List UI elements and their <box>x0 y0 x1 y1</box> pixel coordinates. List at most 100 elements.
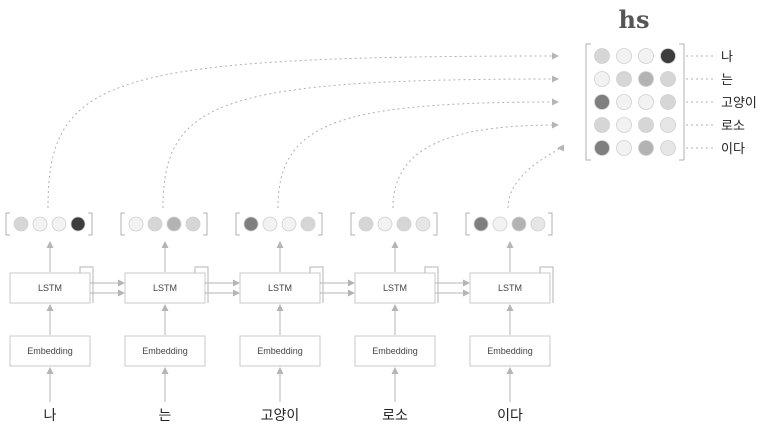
time-step-4: 로소 Embedding LSTM <box>350 121 559 424</box>
matrix-row: 로소 <box>594 117 745 134</box>
right-bracket <box>88 212 93 236</box>
vector-cell <box>300 216 316 232</box>
matrix-cell <box>594 48 610 64</box>
row-label: 는 <box>721 73 733 88</box>
hs-link-curve <box>47 52 559 209</box>
vector-cell <box>492 216 508 232</box>
recurrent-loop <box>194 266 209 303</box>
embedding-box: Embedding <box>354 335 436 367</box>
recurrent-loop <box>79 266 94 303</box>
time-step-5: 이다 Embedding LSTM <box>465 144 565 424</box>
hs-title: hs <box>619 5 650 34</box>
vector-cell <box>511 216 527 232</box>
vector-cell <box>13 216 29 232</box>
time-step-3: 고양이 Embedding LSTM <box>235 98 559 424</box>
lstm-label: LSTM <box>383 283 407 293</box>
row-label: 로소 <box>721 119 745 134</box>
input-word: 로소 <box>382 408 408 424</box>
matrix-cell <box>616 117 632 133</box>
left-bracket <box>5 212 10 236</box>
matrix-cell <box>594 117 610 133</box>
embedding-label: Embedding <box>142 346 188 356</box>
hs-link-curve <box>392 121 559 209</box>
embedding-label: Embedding <box>257 346 303 356</box>
right-bracket <box>318 212 323 236</box>
lstm-box: LSTM <box>469 272 551 304</box>
embedding-box: Embedding <box>124 335 206 367</box>
matrix-cell <box>638 48 654 64</box>
matrix-row: 고양이 <box>594 94 757 111</box>
matrix-row: 나 <box>594 48 733 65</box>
matrix-cell <box>594 71 610 87</box>
embedding-rect <box>124 335 206 367</box>
lstm-label: LSTM <box>268 283 292 293</box>
matrix-cell <box>594 94 610 110</box>
matrix-cell <box>616 94 632 110</box>
embedding-label: Embedding <box>487 346 533 356</box>
recurrent-loop <box>539 266 554 303</box>
matrix-cell <box>616 48 632 64</box>
matrix-right-bracket <box>679 43 685 160</box>
matrix-cell <box>638 71 654 87</box>
recurrent-loop <box>424 266 439 303</box>
lstm-rect <box>124 272 206 304</box>
lstm-box: LSTM <box>124 272 206 304</box>
right-bracket <box>433 212 438 236</box>
embedding-box: Embedding <box>9 335 91 367</box>
right-bracket <box>203 212 208 236</box>
recurrent-loop <box>309 266 324 303</box>
hidden-vector <box>235 212 323 236</box>
lstm-rect <box>469 272 551 304</box>
hs-link-curve <box>162 75 559 209</box>
embedding-box: Embedding <box>469 335 551 367</box>
embedding-rect <box>354 335 436 367</box>
matrix-cell <box>616 71 632 87</box>
matrix-cell <box>638 117 654 133</box>
lstm-label: LSTM <box>498 283 522 293</box>
vector-cell <box>415 216 431 232</box>
left-bracket <box>465 212 470 236</box>
matrix-cell <box>660 71 676 87</box>
hidden-vector <box>5 212 93 236</box>
input-word: 나 <box>44 408 57 424</box>
row-label: 나 <box>721 50 733 65</box>
lstm-rect <box>9 272 91 304</box>
lstm-box: LSTM <box>354 272 436 304</box>
embedding-rect <box>469 335 551 367</box>
vector-cell <box>32 216 48 232</box>
lstm-label: LSTM <box>38 283 62 293</box>
vector-cell <box>243 216 259 232</box>
lstm-box: LSTM <box>239 272 321 304</box>
embedding-label: Embedding <box>27 346 73 356</box>
vector-cell <box>185 216 201 232</box>
input-word: 고양이 <box>261 408 300 424</box>
left-bracket <box>350 212 355 236</box>
vector-cell <box>473 216 489 232</box>
lstm-label: LSTM <box>153 283 177 293</box>
time-step-1: 나 Embedding LSTM <box>5 52 559 424</box>
hidden-vector <box>350 212 438 236</box>
lstm-box: LSTM <box>9 272 91 304</box>
input-word: 이다 <box>497 408 523 424</box>
vector-cell <box>128 216 144 232</box>
vector-cell <box>262 216 278 232</box>
matrix-cell <box>660 140 676 156</box>
lstm-rect <box>239 272 321 304</box>
matrix-cell <box>616 140 632 156</box>
left-bracket <box>120 212 125 236</box>
embedding-label: Embedding <box>372 346 418 356</box>
matrix-row: 이다 <box>594 140 745 157</box>
vector-cell <box>147 216 163 232</box>
matrix-cell <box>660 117 676 133</box>
hidden-vector <box>120 212 208 236</box>
lstm-rect <box>354 272 436 304</box>
hidden-vector <box>465 212 553 236</box>
vector-cell <box>358 216 374 232</box>
vector-cell <box>166 216 182 232</box>
vector-cell <box>70 216 86 232</box>
embedding-rect <box>9 335 91 367</box>
matrix-cell <box>660 94 676 110</box>
